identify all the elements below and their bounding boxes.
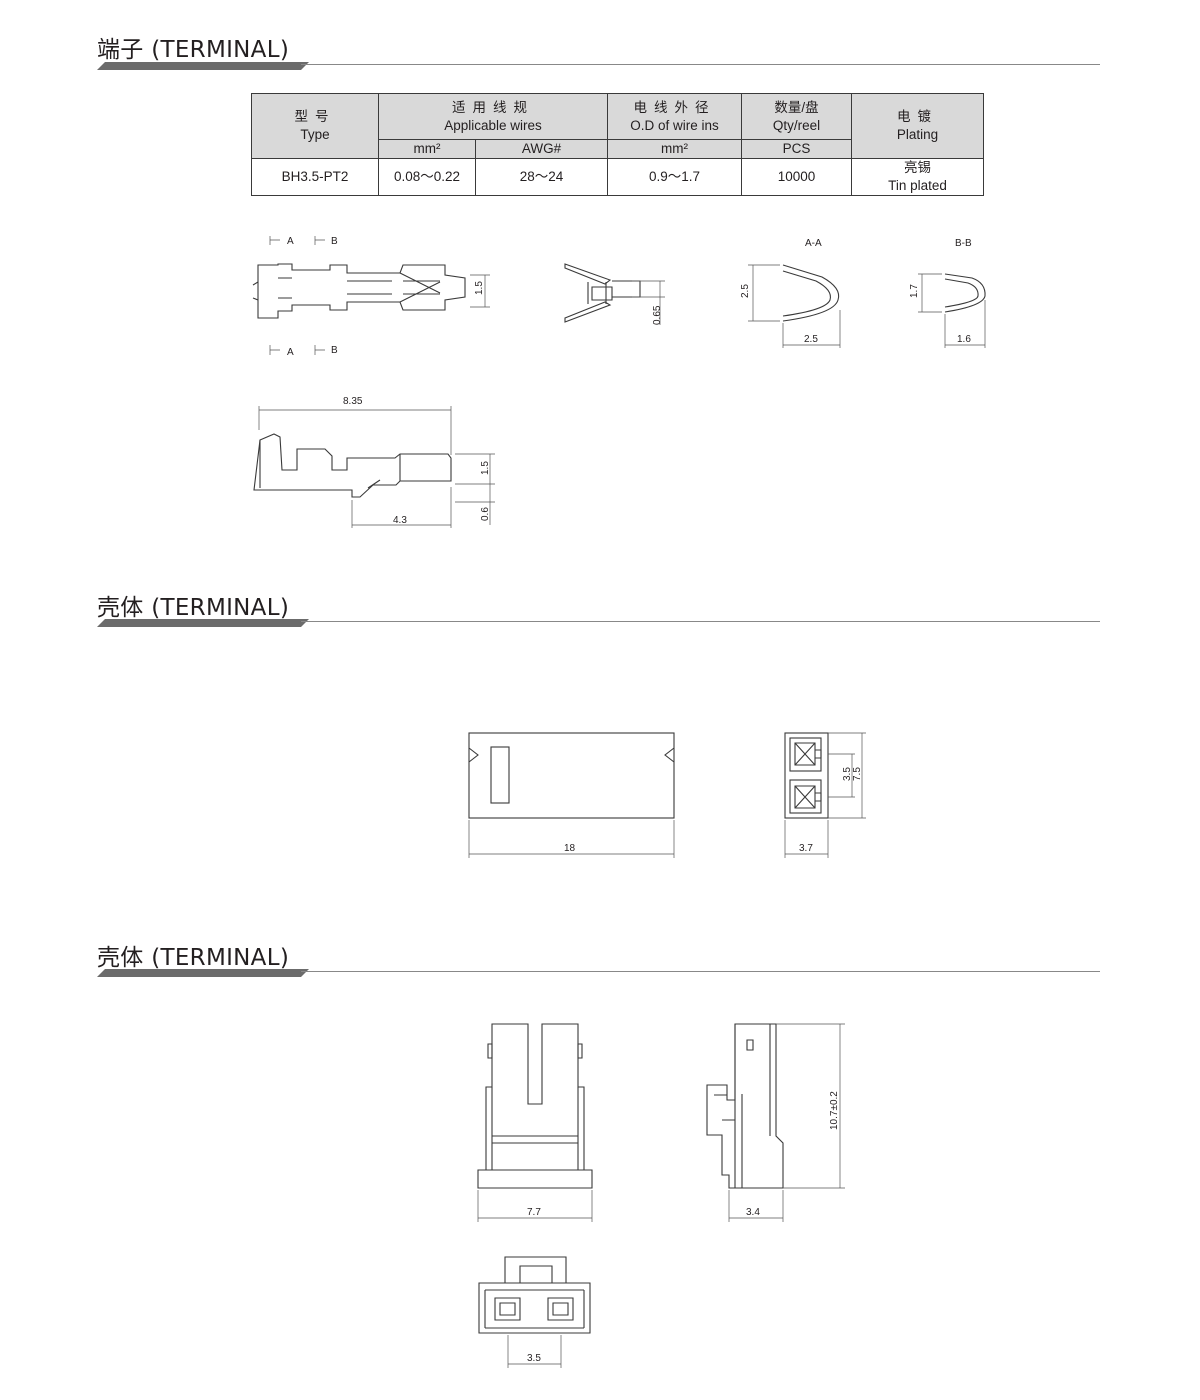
header-wires-en: Applicable wires (444, 117, 542, 133)
header-plating: 电镀 Plating (851, 93, 984, 159)
terminal-side-view: 8.35 1.5 0.6 4.3 (253, 396, 495, 528)
dim-bottom-pitch: 3.5 (527, 1353, 541, 1364)
header-plating-en: Plating (896, 127, 939, 142)
dim-aa-height: 2.5 (740, 284, 751, 298)
housing-views-drawings: 7.7 10.7±0.2 3.4 3.5 (477, 1023, 845, 1368)
cell-plating: 亮锡 Tin plated (851, 158, 984, 196)
header-od-en: O.D of wire ins (630, 117, 719, 133)
unit-pcs: PCS (741, 139, 852, 159)
housing-side-view-2: 10.7±0.2 3.4 (706, 1023, 845, 1222)
header-type: 型号 Type (251, 93, 379, 159)
header-type-en: Type (300, 127, 330, 142)
section-title-terminal: 端子 (TERMINAL) (97, 37, 290, 63)
dim-side-height-2: 10.7±0.2 (829, 1091, 840, 1130)
cell-plating-en: Tin plated (888, 178, 947, 193)
dim-aa-width: 2.5 (804, 334, 818, 345)
dim-top-height-label: 1.5 (474, 281, 485, 295)
dim-bb-width: 1.6 (957, 334, 971, 345)
dim-bb-height: 1.7 (909, 284, 920, 298)
dim-front-width: 7.7 (527, 1207, 541, 1218)
section-aa-label: A-A (805, 238, 822, 249)
unit-awg: AWG# (475, 139, 608, 159)
header-qty: 数量/盘 Qty/reel (741, 93, 852, 140)
cell-qty: 10000 (741, 158, 852, 196)
housing-bottom-view: 3.5 (478, 1256, 591, 1368)
dim-side-height: 1.5 (480, 461, 491, 475)
section-rule (97, 969, 1100, 977)
section-title-housing-views: 壳体 (TERMINAL) (97, 945, 290, 971)
dim-side-partial: 4.3 (393, 515, 407, 526)
header-wires: 适用线规 Applicable wires (378, 93, 608, 140)
dim-side-bottom: 0.6 (480, 507, 491, 521)
cell-mm2: 0.08～0.22 (378, 158, 476, 196)
dim-top-height: 1.5 (470, 274, 490, 308)
header-wires-zh: 适用线规 (452, 99, 534, 115)
dim-housing-width: 3.7 (799, 843, 813, 854)
cell-type: BH3.5-PT2 (251, 158, 379, 196)
cell-awg: 28～24 (475, 158, 608, 196)
section-bb-label: B-B (955, 238, 972, 249)
section-marks-top: A B A B (269, 236, 338, 358)
dim-side-length: 8.35 (343, 396, 363, 407)
unit-od: mm² (607, 139, 742, 159)
mark-b-bottom: B (331, 345, 338, 356)
mark-b-top: B (331, 236, 338, 247)
section-bb: B-B 1.7 1.6 (909, 238, 986, 348)
header-od: 电线外径 O.D of wire ins (607, 93, 742, 140)
dim-housing-height: 7.5 (852, 767, 863, 781)
header-plating-zh: 电镀 (897, 109, 938, 124)
terminal-front-view: 0.65 (564, 263, 665, 325)
terminal-drawings: A B A B 1.5 0.65 A-A 2.5 2.5 B-B 1.7 1.6… (252, 236, 986, 528)
dim-housing-pitch: 3.5 (842, 767, 853, 781)
terminal-top-view (252, 263, 466, 319)
header-type-zh: 型号 (294, 109, 336, 124)
section-title-housing: 壳体 (TERMINAL) (97, 595, 290, 621)
section-aa: A-A 2.5 2.5 (740, 238, 841, 348)
cell-od: 0.9～1.7 (607, 158, 742, 196)
housing-side-view: 18 (468, 732, 675, 858)
header-qty-zh: 数量/盘 (774, 99, 819, 115)
unit-mm2: mm² (378, 139, 476, 159)
housing-drawings: 18 3.5 7.5 3.7 (468, 732, 866, 858)
header-od-zh: 电线外径 (633, 99, 716, 115)
housing-front-view: 7.7 (477, 1023, 593, 1222)
header-qty-en: Qty/reel (772, 117, 821, 133)
dim-housing-length: 18 (564, 843, 576, 854)
section-rule (97, 619, 1100, 627)
dim-front-height: 0.65 (652, 305, 663, 325)
section-rule (97, 62, 1100, 70)
spec-table: 型号 Type 适用线规 Applicable wires 电线外径 O.D o… (251, 93, 984, 196)
housing-end-view: 3.5 7.5 3.7 (784, 732, 866, 858)
dim-side-width-2: 3.4 (746, 1207, 760, 1218)
cell-plating-zh: 亮锡 (904, 160, 931, 175)
mark-a-top: A (287, 236, 294, 247)
mark-a-bottom: A (287, 347, 294, 358)
